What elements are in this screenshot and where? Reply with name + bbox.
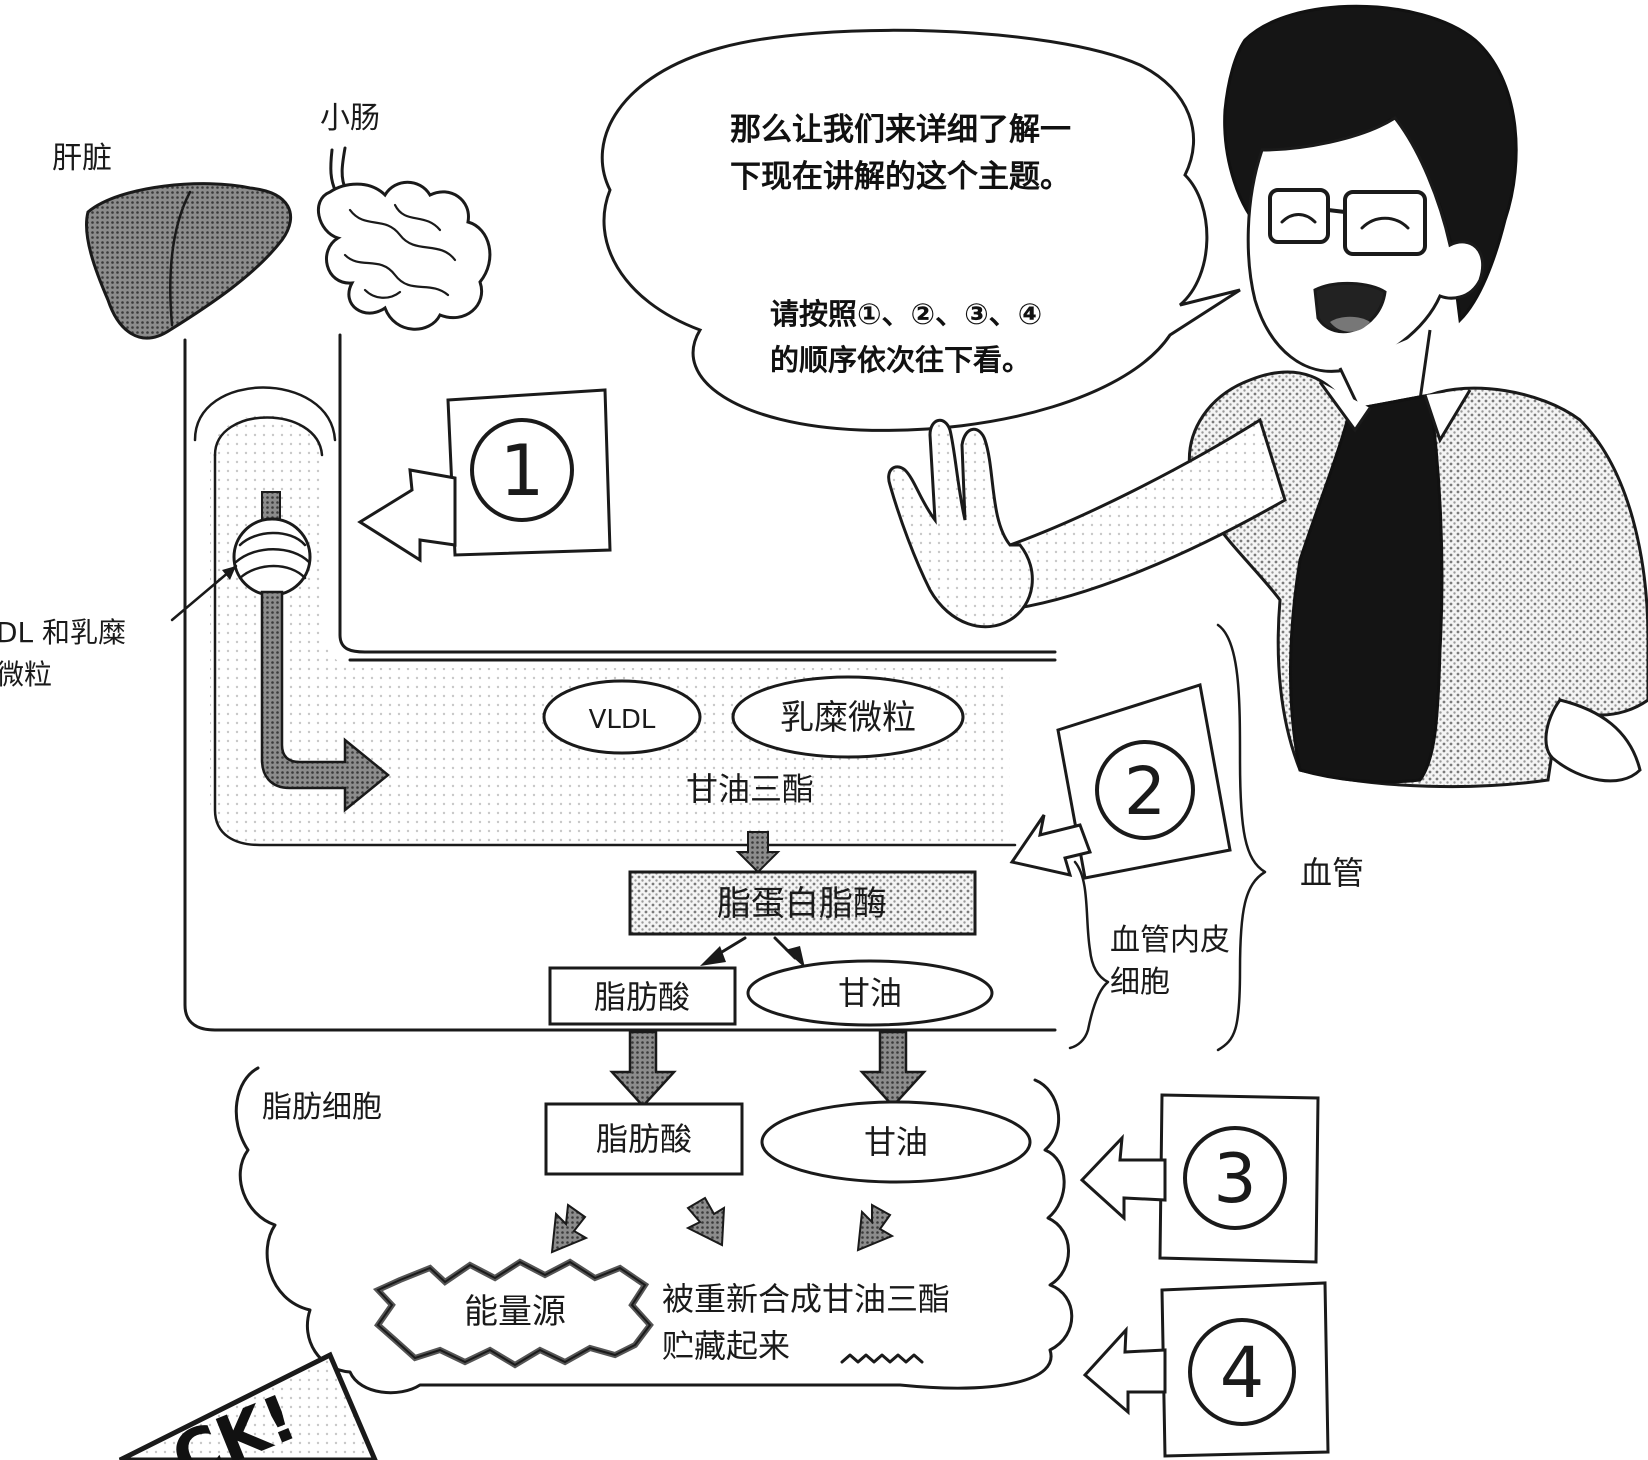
character-illustration — [887, 4, 1648, 789]
fatty-acid-box-cell: 脂肪酸 — [544, 1102, 744, 1176]
chylomicron-label: 乳糜微粒 — [780, 698, 916, 738]
vessel-brace — [1216, 623, 1267, 1052]
liver-illustration — [85, 182, 293, 340]
step-4-marker: 4 — [1082, 1281, 1330, 1458]
small-intestine-label: 小肠 — [320, 101, 380, 136]
lipase-label: 脂蛋白脂酶 — [717, 884, 887, 924]
resynthesis-label-line1: 被重新合成甘油三酯 — [662, 1280, 950, 1318]
speech-line-4: 的顺序依次往下看。 — [770, 343, 1031, 377]
arrow-glycerol-to-storage — [856, 1203, 895, 1252]
particle-pointer-line — [170, 564, 238, 622]
arrow-fatty-acid-into-cell — [609, 1030, 677, 1108]
vldl-label: VLDL — [589, 705, 656, 735]
check-stamp: CK! — [118, 1351, 378, 1460]
arrow-fatty-acid-to-storage — [685, 1196, 726, 1247]
vessel-label: 血管 — [1300, 854, 1364, 892]
arrow-to-energy — [550, 1203, 589, 1254]
step-3-number: 3 — [1213, 1140, 1256, 1219]
small-intestine-illustration — [317, 146, 492, 331]
endothelial-label-line2: 细胞 — [1110, 965, 1170, 1000]
step-1-number: 1 — [500, 430, 545, 512]
triglyceride-label: 甘油三酯 — [686, 770, 814, 808]
particle-label-line2: 微粒 — [0, 658, 52, 691]
step-2-number: 2 — [1124, 753, 1166, 830]
glycerol-label-blood: 甘油 — [838, 974, 902, 1012]
fatty-acid-box-blood: 脂肪酸 — [548, 966, 737, 1026]
step-4-number: 4 — [1220, 1332, 1265, 1414]
step-2-marker: 2 — [1009, 683, 1232, 880]
step-3-marker: 3 — [1079, 1093, 1320, 1264]
speech-bubble: 那么让我们来详细了解一 下现在讲解的这个主题。 请按照①、②、③、④ 的顺序依次… — [600, 28, 1241, 432]
particle-label-line1: DL 和乳糜 — [0, 616, 126, 649]
wavy-underline — [840, 1353, 924, 1364]
step-1-marker: 1 — [357, 388, 612, 563]
glycerol-box-cell: 甘油 — [760, 1100, 1032, 1184]
glycerol-label-cell: 甘油 — [864, 1123, 928, 1161]
fatty-acid-label-cell: 脂肪酸 — [596, 1120, 692, 1158]
vldl-box: VLDL — [542, 679, 702, 755]
speech-line-1: 那么让我们来详细了解一 — [730, 112, 1071, 148]
resynthesis-label-line2: 贮藏起来 — [662, 1327, 790, 1365]
arrow-glycerol-into-cell — [859, 1030, 927, 1108]
particle-pointer-arrowhead — [222, 566, 236, 580]
liver-label: 肝脏 — [52, 141, 112, 176]
speech-line-3: 请按照①、②、③、④ — [770, 297, 1042, 331]
endothelial-brace — [1068, 860, 1110, 1050]
lipoprotein-lipase-box: 脂蛋白脂酶 — [628, 870, 977, 936]
arrow-tg-to-lipase — [735, 831, 781, 874]
fatty-acid-label-blood: 脂肪酸 — [594, 978, 690, 1016]
adipocyte-cell-outline — [234, 1066, 1074, 1395]
adipocyte-label: 脂肪细胞 — [262, 1090, 382, 1125]
speech-line-2: 下现在讲解的这个主题。 — [730, 159, 1071, 195]
flow-arrow-to-blood — [260, 590, 390, 813]
glycerol-box-blood: 甘油 — [746, 959, 994, 1027]
energy-label: 能量源 — [464, 1292, 566, 1332]
chylomicron-box: 乳糜微粒 — [731, 675, 965, 759]
energy-burst: 能量源 — [372, 1258, 654, 1369]
endothelial-label-line1: 血管内皮 — [1110, 923, 1230, 958]
